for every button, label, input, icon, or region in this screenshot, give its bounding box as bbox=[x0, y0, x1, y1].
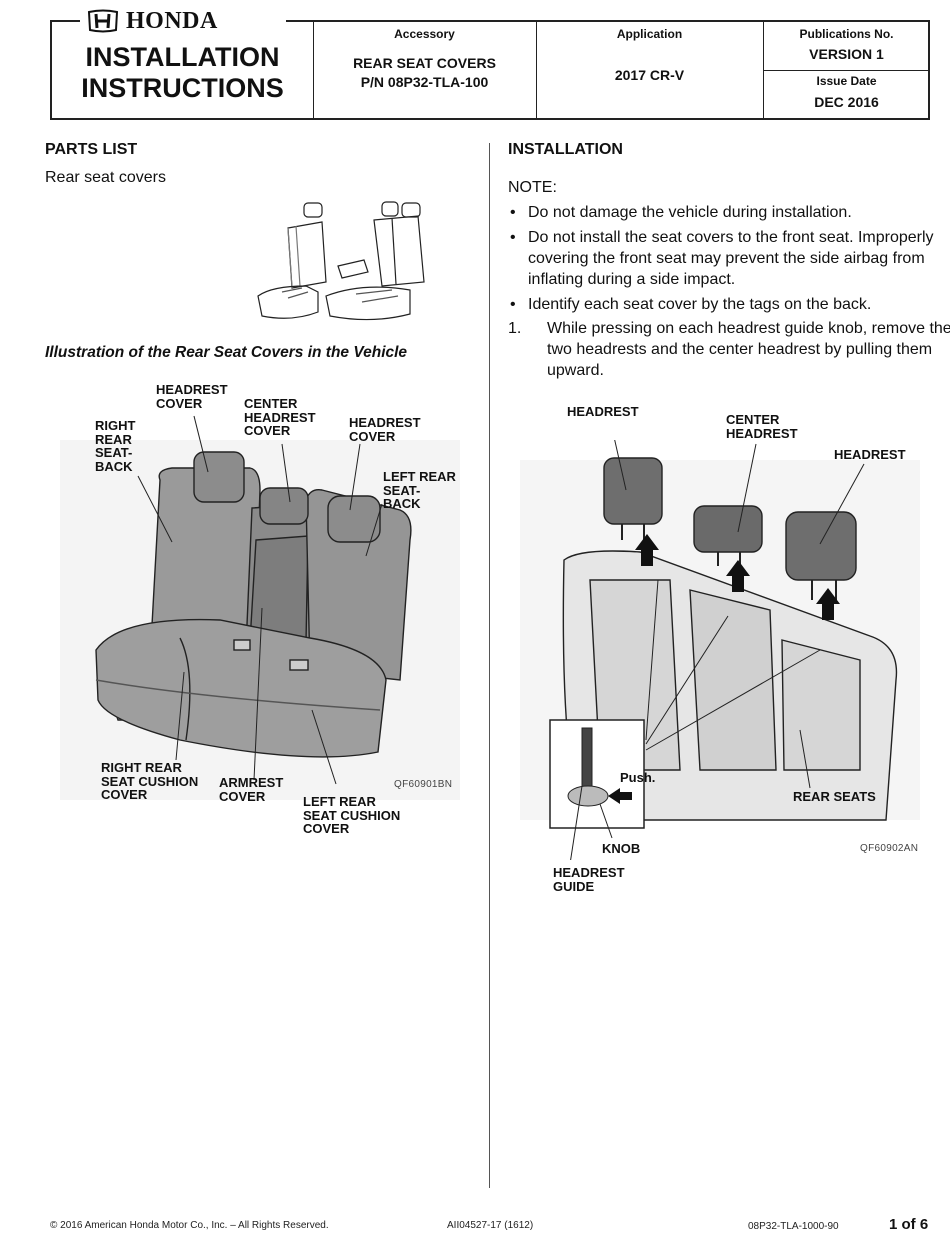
issue-date-value: DEC 2016 bbox=[814, 94, 879, 110]
step-text: While pressing on each headrest guide kn… bbox=[547, 320, 950, 379]
label-headrest-right: HEADREST bbox=[834, 447, 906, 462]
note-item: Do not install the seat covers to the fr… bbox=[508, 227, 934, 290]
title-line: INSTALLATION bbox=[85, 42, 280, 72]
label-left-rear-cushion-cover: LEFT REAR SEAT CUSHION COVER bbox=[303, 794, 401, 836]
document-code: AII04527-17 (1612) bbox=[447, 1220, 534, 1231]
step-1: 1. While pressing on each headrest guide… bbox=[508, 318, 950, 381]
header-divider bbox=[536, 22, 537, 118]
parts-list-heading: PARTS LIST bbox=[45, 141, 138, 158]
figure-caption: Illustration of the Rear Seat Covers in … bbox=[45, 344, 408, 361]
brand-name: HONDA bbox=[126, 7, 218, 34]
label-left-rear-seatback: LEFT REAR SEAT- BACK bbox=[383, 469, 456, 511]
document-title: INSTALLATION INSTRUCTIONS bbox=[60, 42, 305, 104]
accessory-line1: REAR SEAT COVERS bbox=[353, 55, 496, 71]
seat-covers-parts-illustration bbox=[257, 201, 425, 321]
note-item: Identify each seat cover by the tags on … bbox=[508, 294, 934, 315]
notes-list: Do not damage the vehicle during install… bbox=[508, 202, 934, 319]
application-value: 2017 CR-V bbox=[614, 67, 685, 83]
label-right-rear-cushion-cover: RIGHT REAR SEAT CUSHION COVER bbox=[101, 760, 199, 802]
note-label: NOTE: bbox=[508, 179, 557, 196]
publication-label: Publications No. bbox=[799, 27, 894, 41]
rear-seat-cover-illustration bbox=[60, 415, 460, 800]
part-code: 08P32-TLA-1000-90 bbox=[748, 1221, 839, 1232]
header-divider bbox=[313, 22, 314, 118]
header-divider bbox=[763, 70, 928, 71]
label-headrest-guide: HEADREST GUIDE bbox=[553, 865, 625, 894]
parts-list-item: Rear seat covers bbox=[45, 169, 166, 186]
issue-date-label: Issue Date bbox=[816, 74, 877, 88]
title-line: INSTRUCTIONS bbox=[81, 73, 284, 103]
label-knob: KNOB bbox=[602, 841, 641, 856]
application-label: Application bbox=[616, 27, 683, 41]
honda-h-icon bbox=[87, 9, 119, 33]
headrest-removal-illustration bbox=[520, 440, 920, 860]
label-push: Push. bbox=[620, 770, 656, 785]
note-item: Do not damage the vehicle during install… bbox=[508, 202, 934, 223]
label-headrest-left: HEADREST bbox=[567, 404, 639, 419]
label-armrest-cover: ARMREST COVER bbox=[219, 775, 284, 804]
figure-code: QF60902AN bbox=[860, 843, 919, 854]
publication-value: VERSION 1 bbox=[809, 46, 884, 62]
accessory-line2: P/N 08P32-TLA-100 bbox=[360, 74, 489, 90]
figure-code: QF60901BN bbox=[394, 779, 453, 790]
copyright: © 2016 American Honda Motor Co., Inc. – … bbox=[50, 1220, 329, 1231]
brand-logo: HONDA bbox=[80, 8, 286, 34]
label-headrest-cover-right: HEADREST COVER bbox=[156, 382, 228, 411]
label-rear-seats: REAR SEATS bbox=[793, 789, 876, 804]
step-number: 1. bbox=[508, 320, 522, 337]
label-headrest-cover-left: HEADREST COVER bbox=[349, 415, 421, 444]
label-center-headrest: CENTER HEADREST bbox=[726, 412, 798, 441]
label-center-headrest-cover: CENTER HEADREST COVER bbox=[244, 396, 316, 438]
page-number: 1 of 6 bbox=[889, 1216, 929, 1233]
column-divider bbox=[489, 143, 490, 1188]
accessory-label: Accessory bbox=[394, 27, 455, 41]
label-right-rear-seatback: RIGHT REAR SEAT- BACK bbox=[95, 418, 136, 474]
header-box: Accessory REAR SEAT COVERS P/N 08P32-TLA… bbox=[50, 20, 930, 120]
installation-heading: INSTALLATION bbox=[508, 141, 623, 158]
